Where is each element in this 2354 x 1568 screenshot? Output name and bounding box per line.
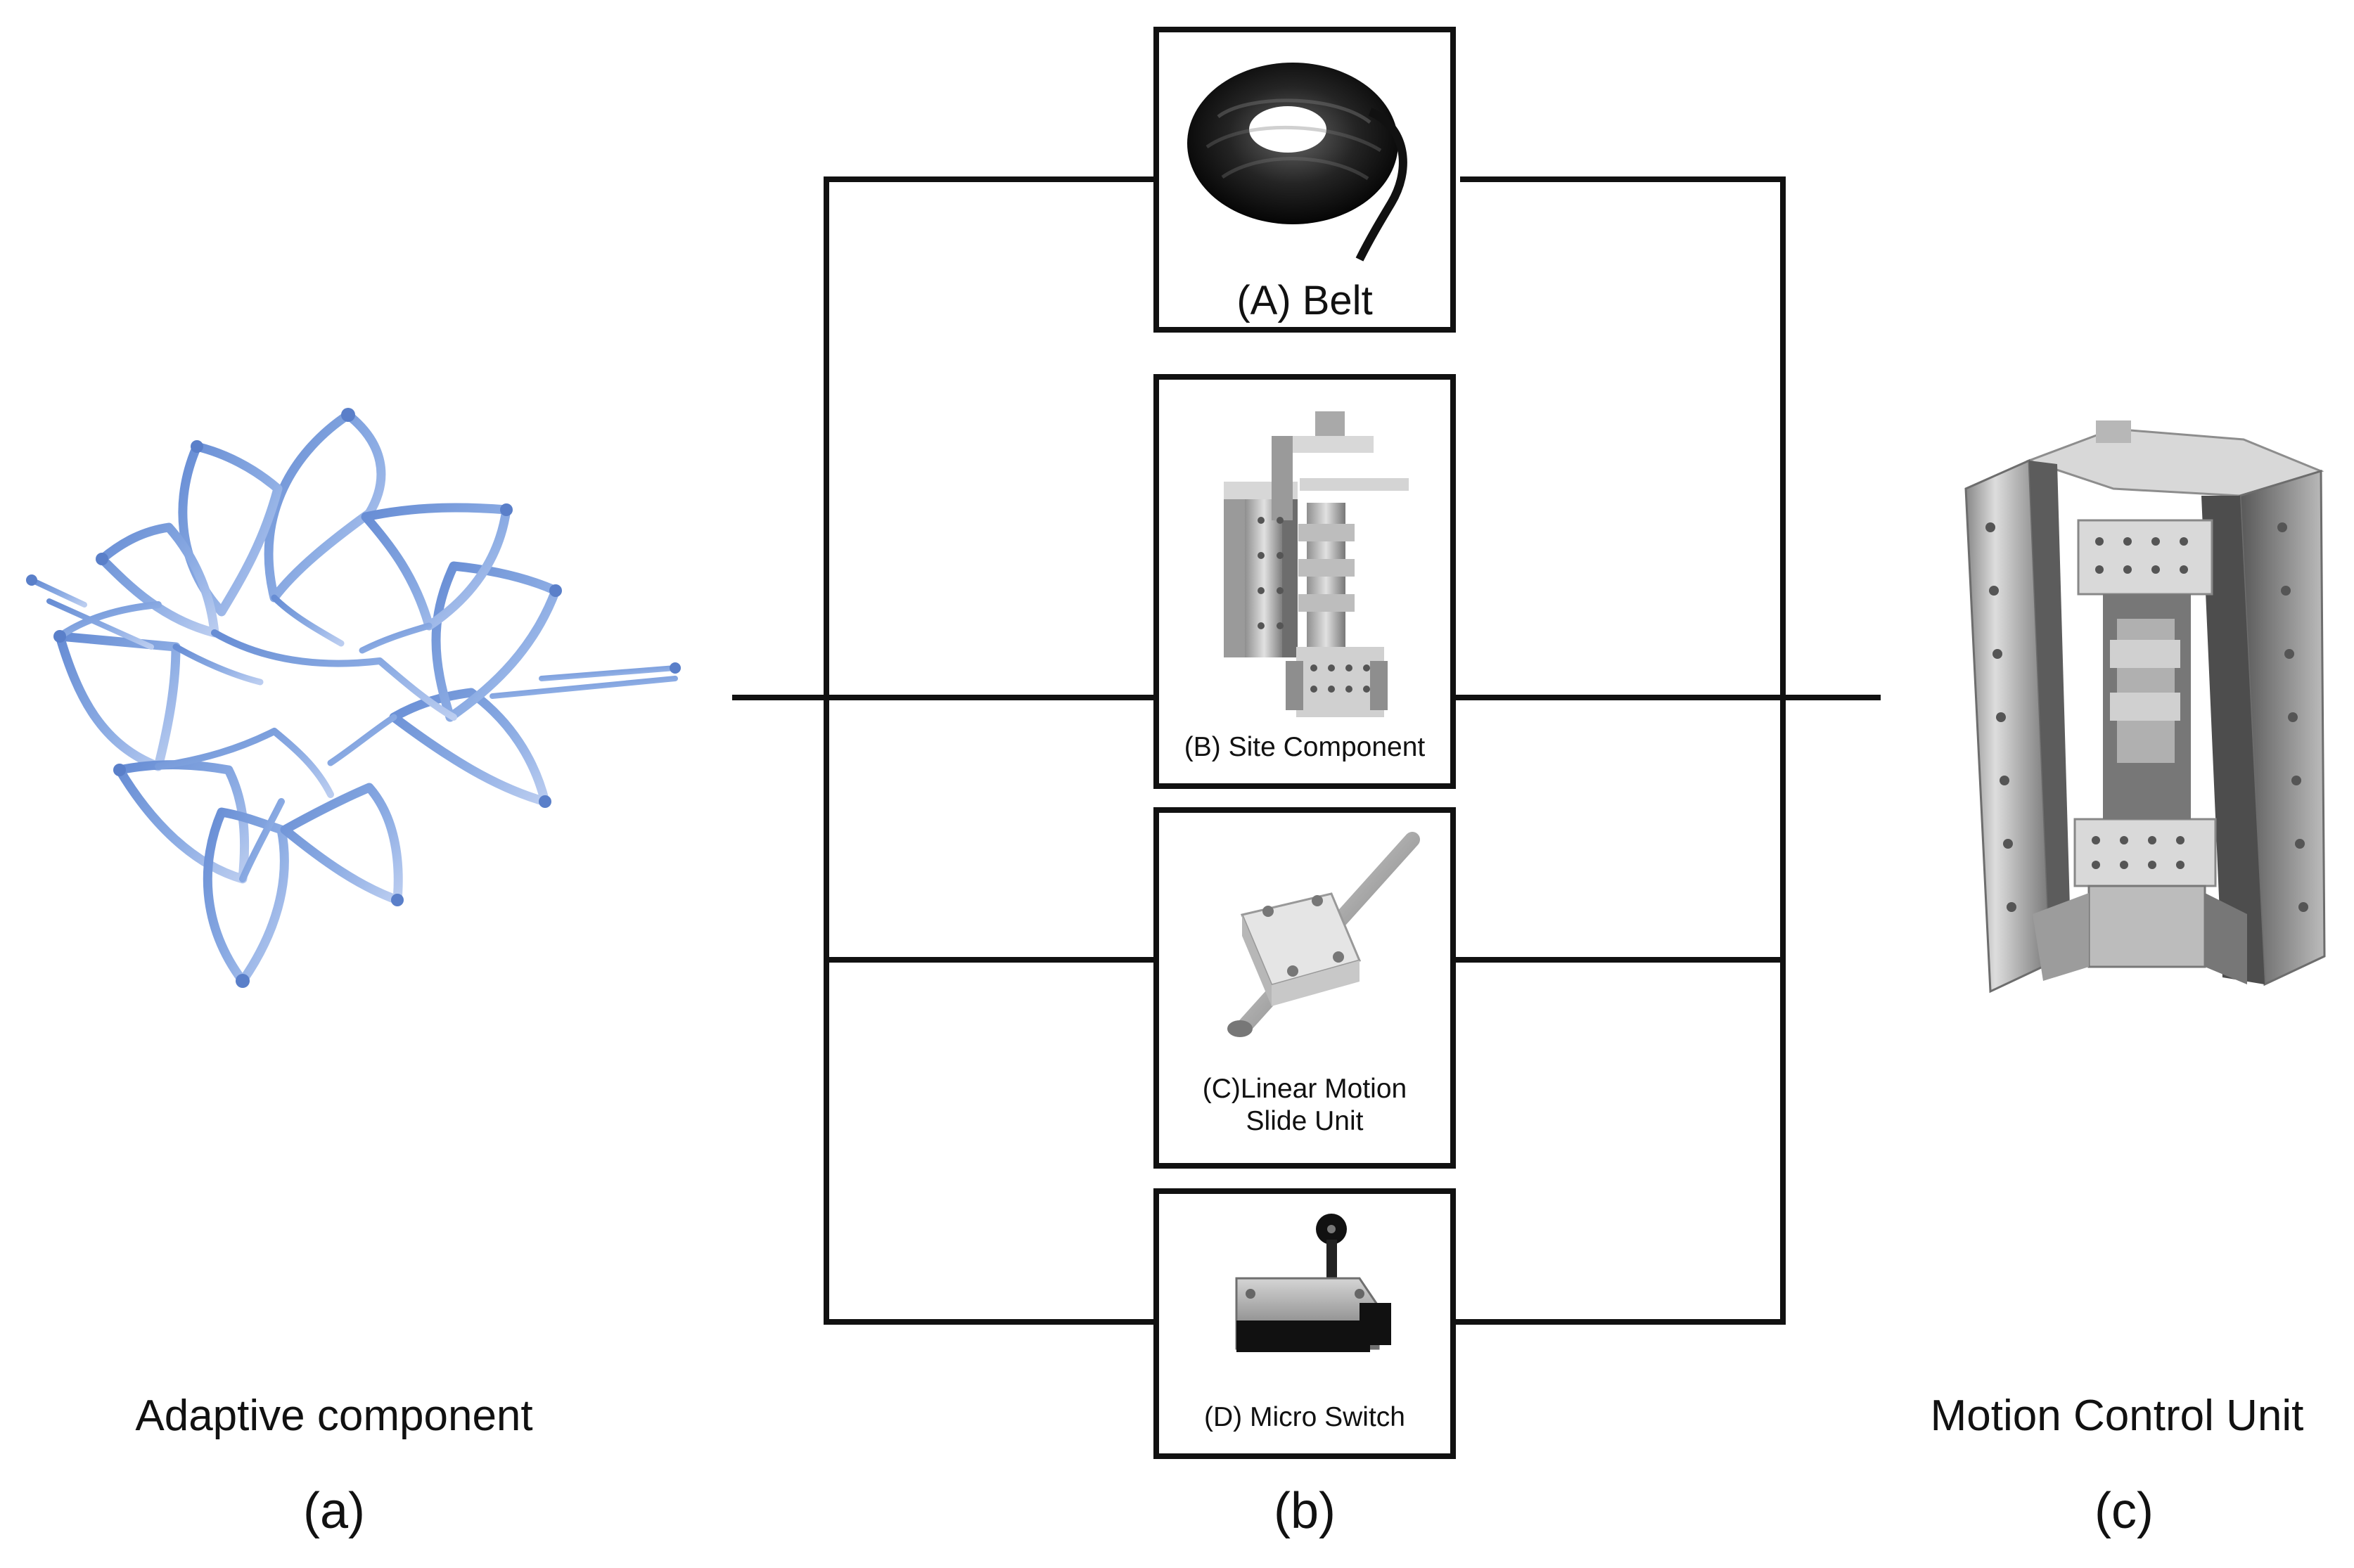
site-component-label: (B) Site Component xyxy=(1184,732,1426,762)
micro-switch-image xyxy=(1235,1214,1391,1352)
panel-a-letter: (a) xyxy=(303,1483,365,1539)
belt-image xyxy=(1187,63,1407,262)
micro-switch-label: (D) Micro Switch xyxy=(1203,1402,1405,1432)
adaptive-component-illustration xyxy=(26,408,681,988)
panel-b-letter: (b) xyxy=(1274,1483,1336,1539)
micro-switch-part-box: (D) Micro Switch xyxy=(1153,1188,1456,1459)
adaptive-component-label: Adaptive component xyxy=(135,1392,533,1440)
site-component-image xyxy=(1224,411,1409,717)
linear-motion-image xyxy=(1227,832,1420,1037)
site-component-part-box: (B) Site Component xyxy=(1153,374,1456,789)
linear-motion-part-box: (C)Linear Motion Slide Unit xyxy=(1153,807,1456,1169)
belt-label: (A) Belt xyxy=(1236,278,1373,323)
belt-part-box: (A) Belt xyxy=(1153,27,1456,333)
panel-c-letter: (c) xyxy=(2094,1483,2154,1539)
motion-control-unit-illustration xyxy=(1964,420,2326,994)
linear-motion-label: (C)Linear Motion Slide Unit xyxy=(1202,1074,1407,1137)
motion-control-unit-label: Motion Control Unit xyxy=(1930,1392,2304,1440)
